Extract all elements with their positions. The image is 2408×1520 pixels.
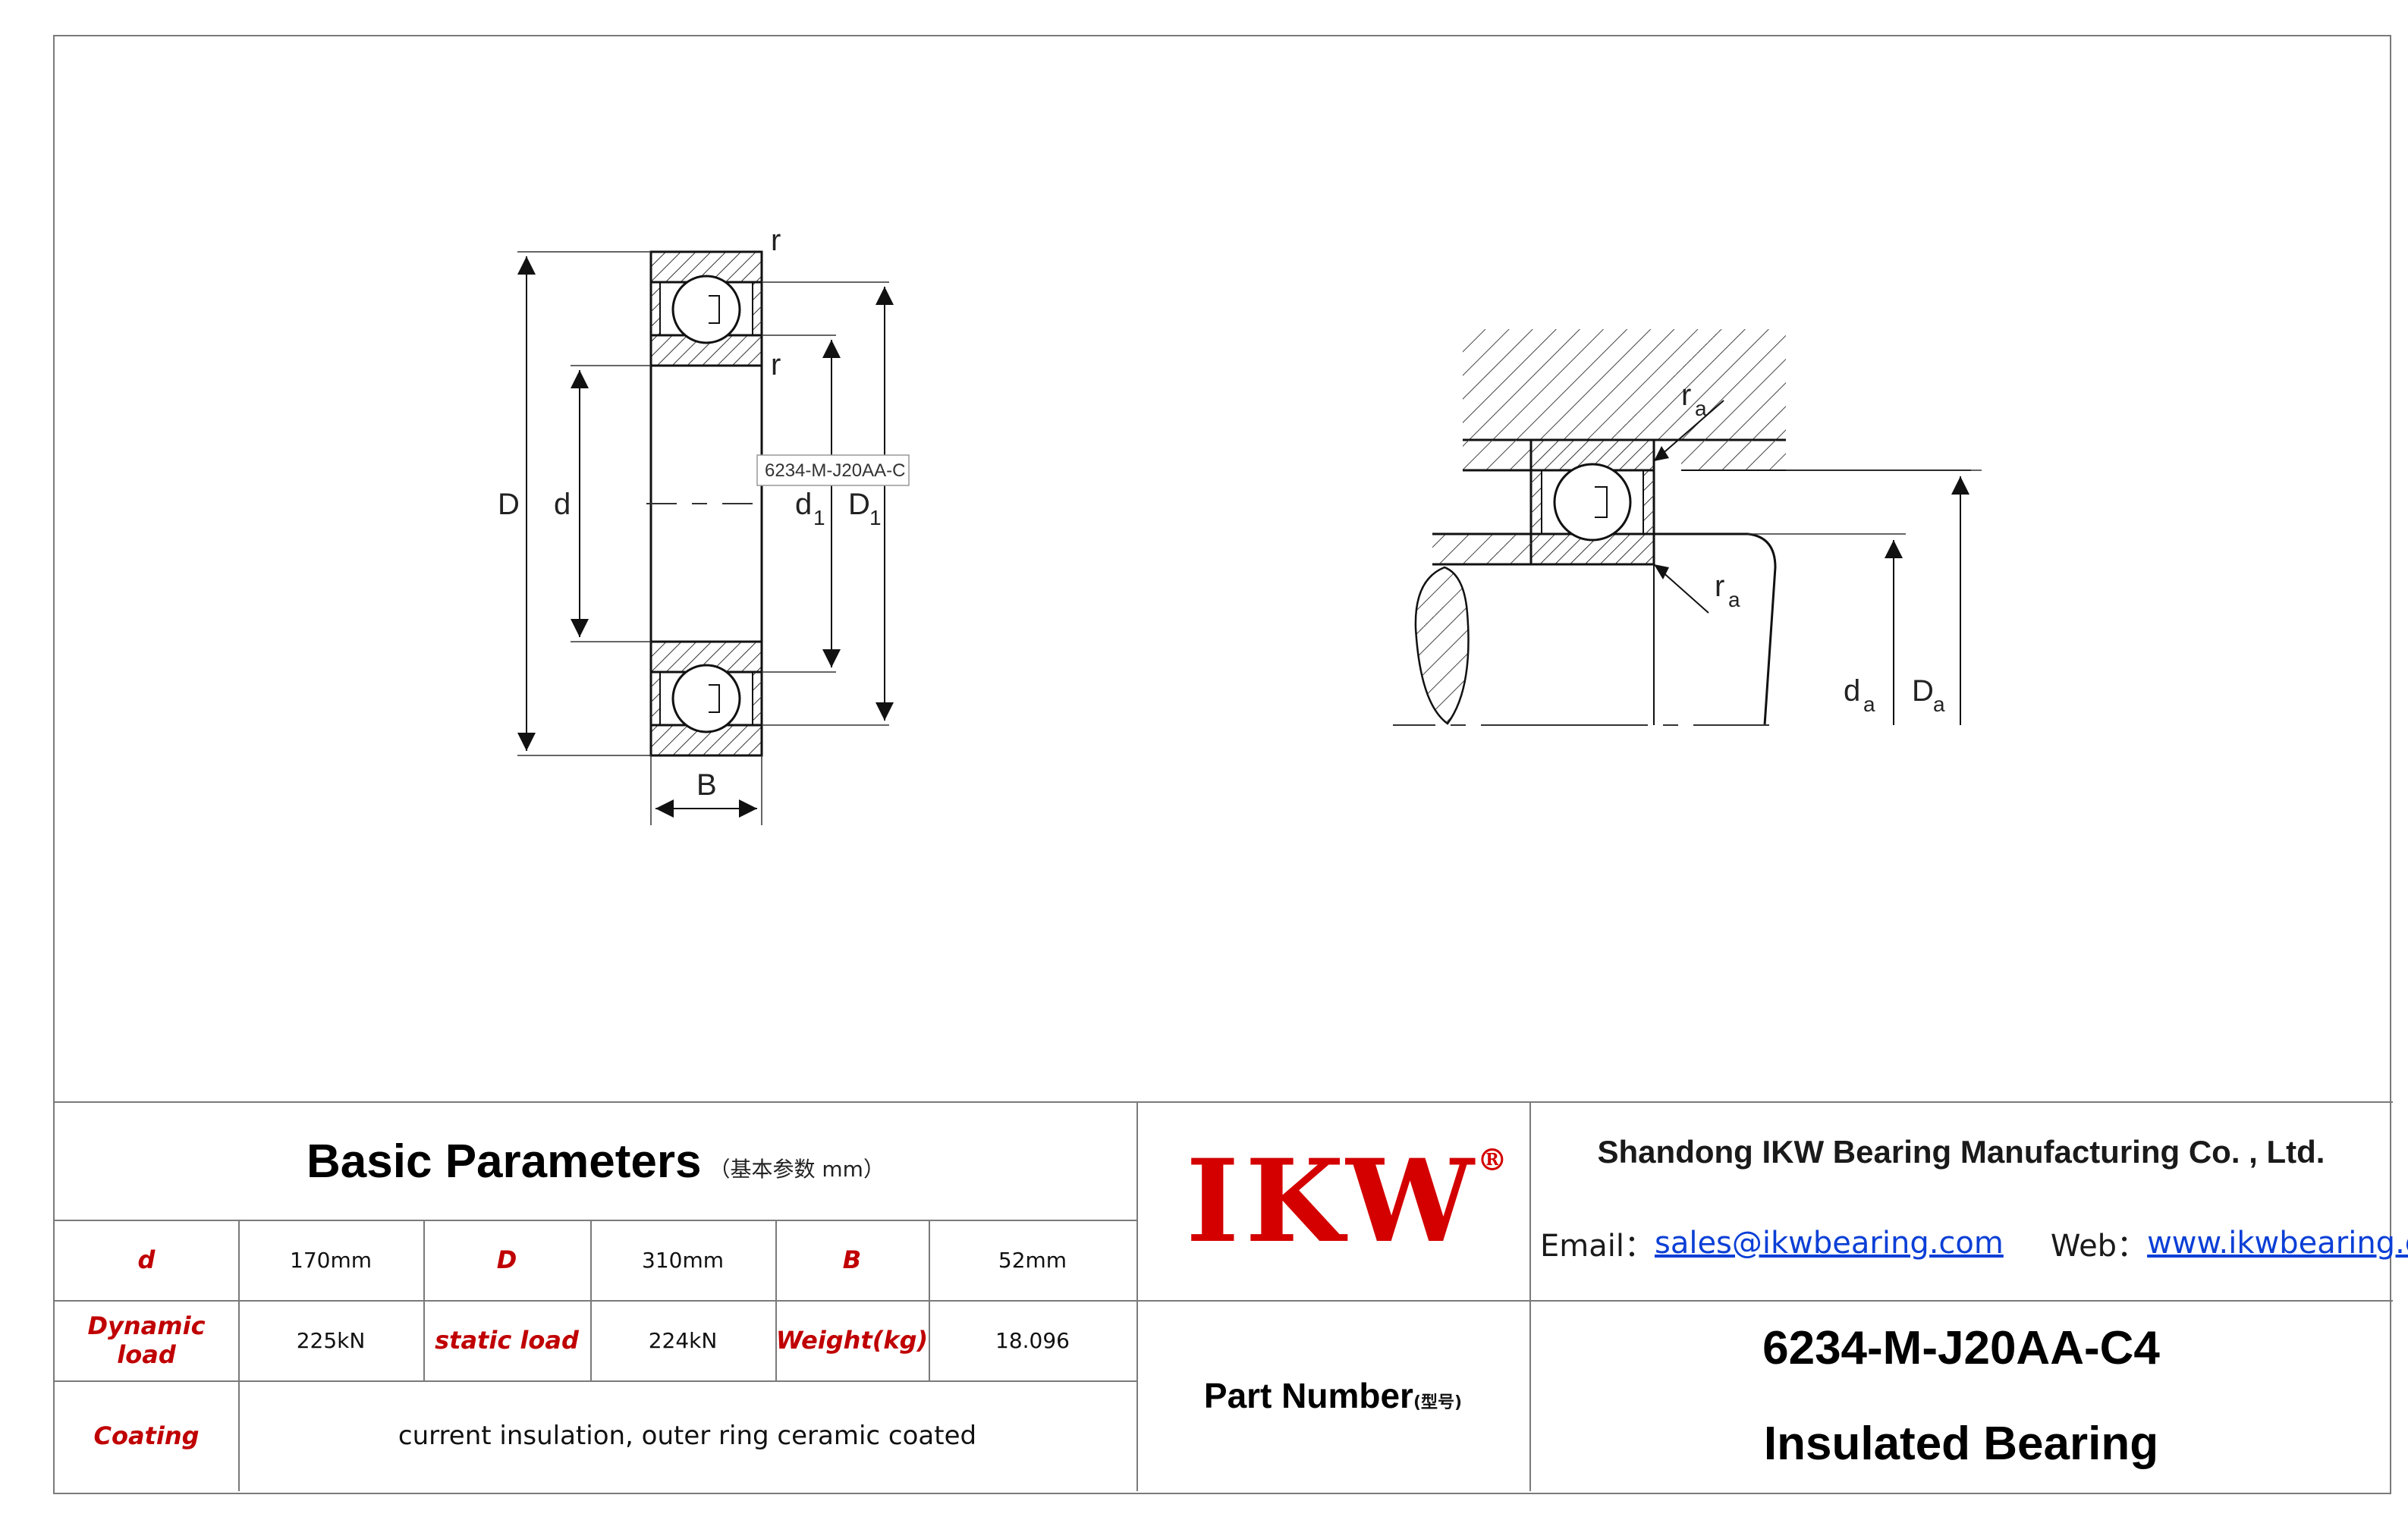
label-r-mid: r: [771, 348, 781, 382]
drawing-sheet: D d d 1 D 1 B r r 6234-M-J20AA-C: [53, 35, 2408, 1494]
ikw-logo-text: IKW: [1186, 1135, 1480, 1268]
label-r-top: r: [771, 224, 781, 257]
coating-value-cell: current insulation, outer ring ceramic c…: [238, 1380, 1136, 1491]
param-D-value-cell: 310mm: [590, 1220, 775, 1300]
title-block: Basic Parameters （基本参数 mm） d 170mm D 310…: [55, 1101, 2408, 1493]
bearing-drawing-svg: D d d 1 D 1 B r r 6234-M-J20AA-C: [498, 224, 1982, 825]
param-D-label-cell: D: [423, 1220, 590, 1300]
part-number-value: 6234-M-J20AA-C4: [1762, 1321, 2160, 1374]
label-D1: D: [848, 488, 870, 521]
part-number-label-cell: Part Number (型号): [1136, 1300, 1529, 1491]
coating-label: Coating: [93, 1421, 200, 1450]
weight-label: Weight(kg): [775, 1326, 929, 1355]
param-d-value-cell: 170mm: [238, 1220, 423, 1300]
mounting-section-view: r a r a d a D a: [1393, 329, 1982, 726]
basic-parameters-title: Basic Parameters: [307, 1135, 702, 1188]
label-ra-top-sub: a: [1695, 397, 1707, 420]
label-da: d: [1844, 674, 1860, 708]
product-type: Insulated Bearing: [1763, 1417, 2159, 1470]
dynamic-load-value-cell: 225kN: [238, 1300, 423, 1380]
registered-mark: ®: [1476, 1142, 1514, 1178]
label-D: D: [498, 488, 520, 521]
label-B: B: [696, 768, 717, 802]
web-label: Web：: [2050, 1229, 2148, 1264]
param-B-value-cell: 52mm: [929, 1220, 1136, 1300]
basic-parameters-unit: （基本参数 mm）: [709, 1157, 885, 1182]
company-name: Shandong IKW Bearing Manufacturing Co. ,…: [1597, 1134, 2325, 1170]
ikw-logo: IKW ®: [1186, 1135, 1507, 1268]
label-ra-bottom-sub: a: [1728, 588, 1740, 611]
contact-cell: Email： sales@ikwbearing.com Web： www.ikw…: [1529, 1194, 2408, 1292]
web-link[interactable]: www.ikwbearing.com: [2147, 1226, 2408, 1261]
param-B-label: B: [842, 1245, 862, 1274]
param-D-label: D: [496, 1245, 517, 1274]
product-type-cell: Insulated Bearing: [1529, 1396, 2393, 1491]
label-ra-top: r: [1681, 378, 1691, 412]
part-number-label: Part Number: [1203, 1376, 1413, 1415]
weight-value-cell: 18.096: [929, 1300, 1136, 1380]
email-link[interactable]: sales@ikwbearing.com: [1654, 1226, 2004, 1261]
email-label: Email：: [1540, 1229, 1655, 1264]
part-number-label-sub: (型号): [1413, 1393, 1463, 1412]
param-d-label-cell: d: [55, 1220, 238, 1300]
dynamic-load-label: Dynamic load: [87, 1311, 206, 1369]
static-load-value-cell: 224kN: [590, 1300, 775, 1380]
label-Da: D: [1912, 674, 1934, 708]
param-d-value: 170mm: [290, 1247, 372, 1273]
dynamic-load-value: 225kN: [296, 1327, 366, 1353]
label-Da-sub: a: [1933, 692, 1945, 716]
basic-parameters-header: Basic Parameters （基本参数 mm）: [55, 1103, 1136, 1220]
part-callout-box: [756, 454, 910, 486]
label-d: d: [554, 488, 571, 521]
param-B-label-cell: B: [775, 1220, 929, 1300]
static-load-value: 224kN: [648, 1327, 718, 1353]
logo-cell: IKW ®: [1136, 1103, 1529, 1300]
part-number-value-cell: 6234-M-J20AA-C4: [1529, 1300, 2393, 1396]
label-ra-bottom: r: [1715, 570, 1724, 603]
param-d-label: d: [137, 1245, 156, 1274]
static-load-label: static load: [435, 1326, 579, 1355]
param-B-value: 52mm: [998, 1247, 1067, 1273]
label-d1: d: [795, 488, 812, 521]
bearing-section-view: D d d 1 D 1 B r r 6234-M-J20AA-C: [498, 224, 910, 825]
label-D1-sub: 1: [869, 506, 882, 529]
technical-drawing: D d d 1 D 1 B r r 6234-M-J20AA-C: [55, 36, 2393, 1101]
company-name-cell: Shandong IKW Bearing Manufacturing Co. ,…: [1529, 1103, 2393, 1201]
weight-label-cell: Weight(kg): [775, 1300, 929, 1380]
dynamic-load-label-cell: Dynamic load: [55, 1300, 238, 1380]
label-d1-sub: 1: [813, 506, 825, 529]
weight-value: 18.096: [995, 1327, 1070, 1353]
coating-label-cell: Coating: [55, 1380, 238, 1491]
param-D-value: 310mm: [642, 1247, 724, 1273]
label-da-sub: a: [1863, 692, 1875, 716]
static-load-label-cell: static load: [423, 1300, 590, 1380]
coating-value: current insulation, outer ring ceramic c…: [398, 1421, 977, 1451]
part-callout-text: 6234-M-J20AA-C: [765, 460, 905, 481]
